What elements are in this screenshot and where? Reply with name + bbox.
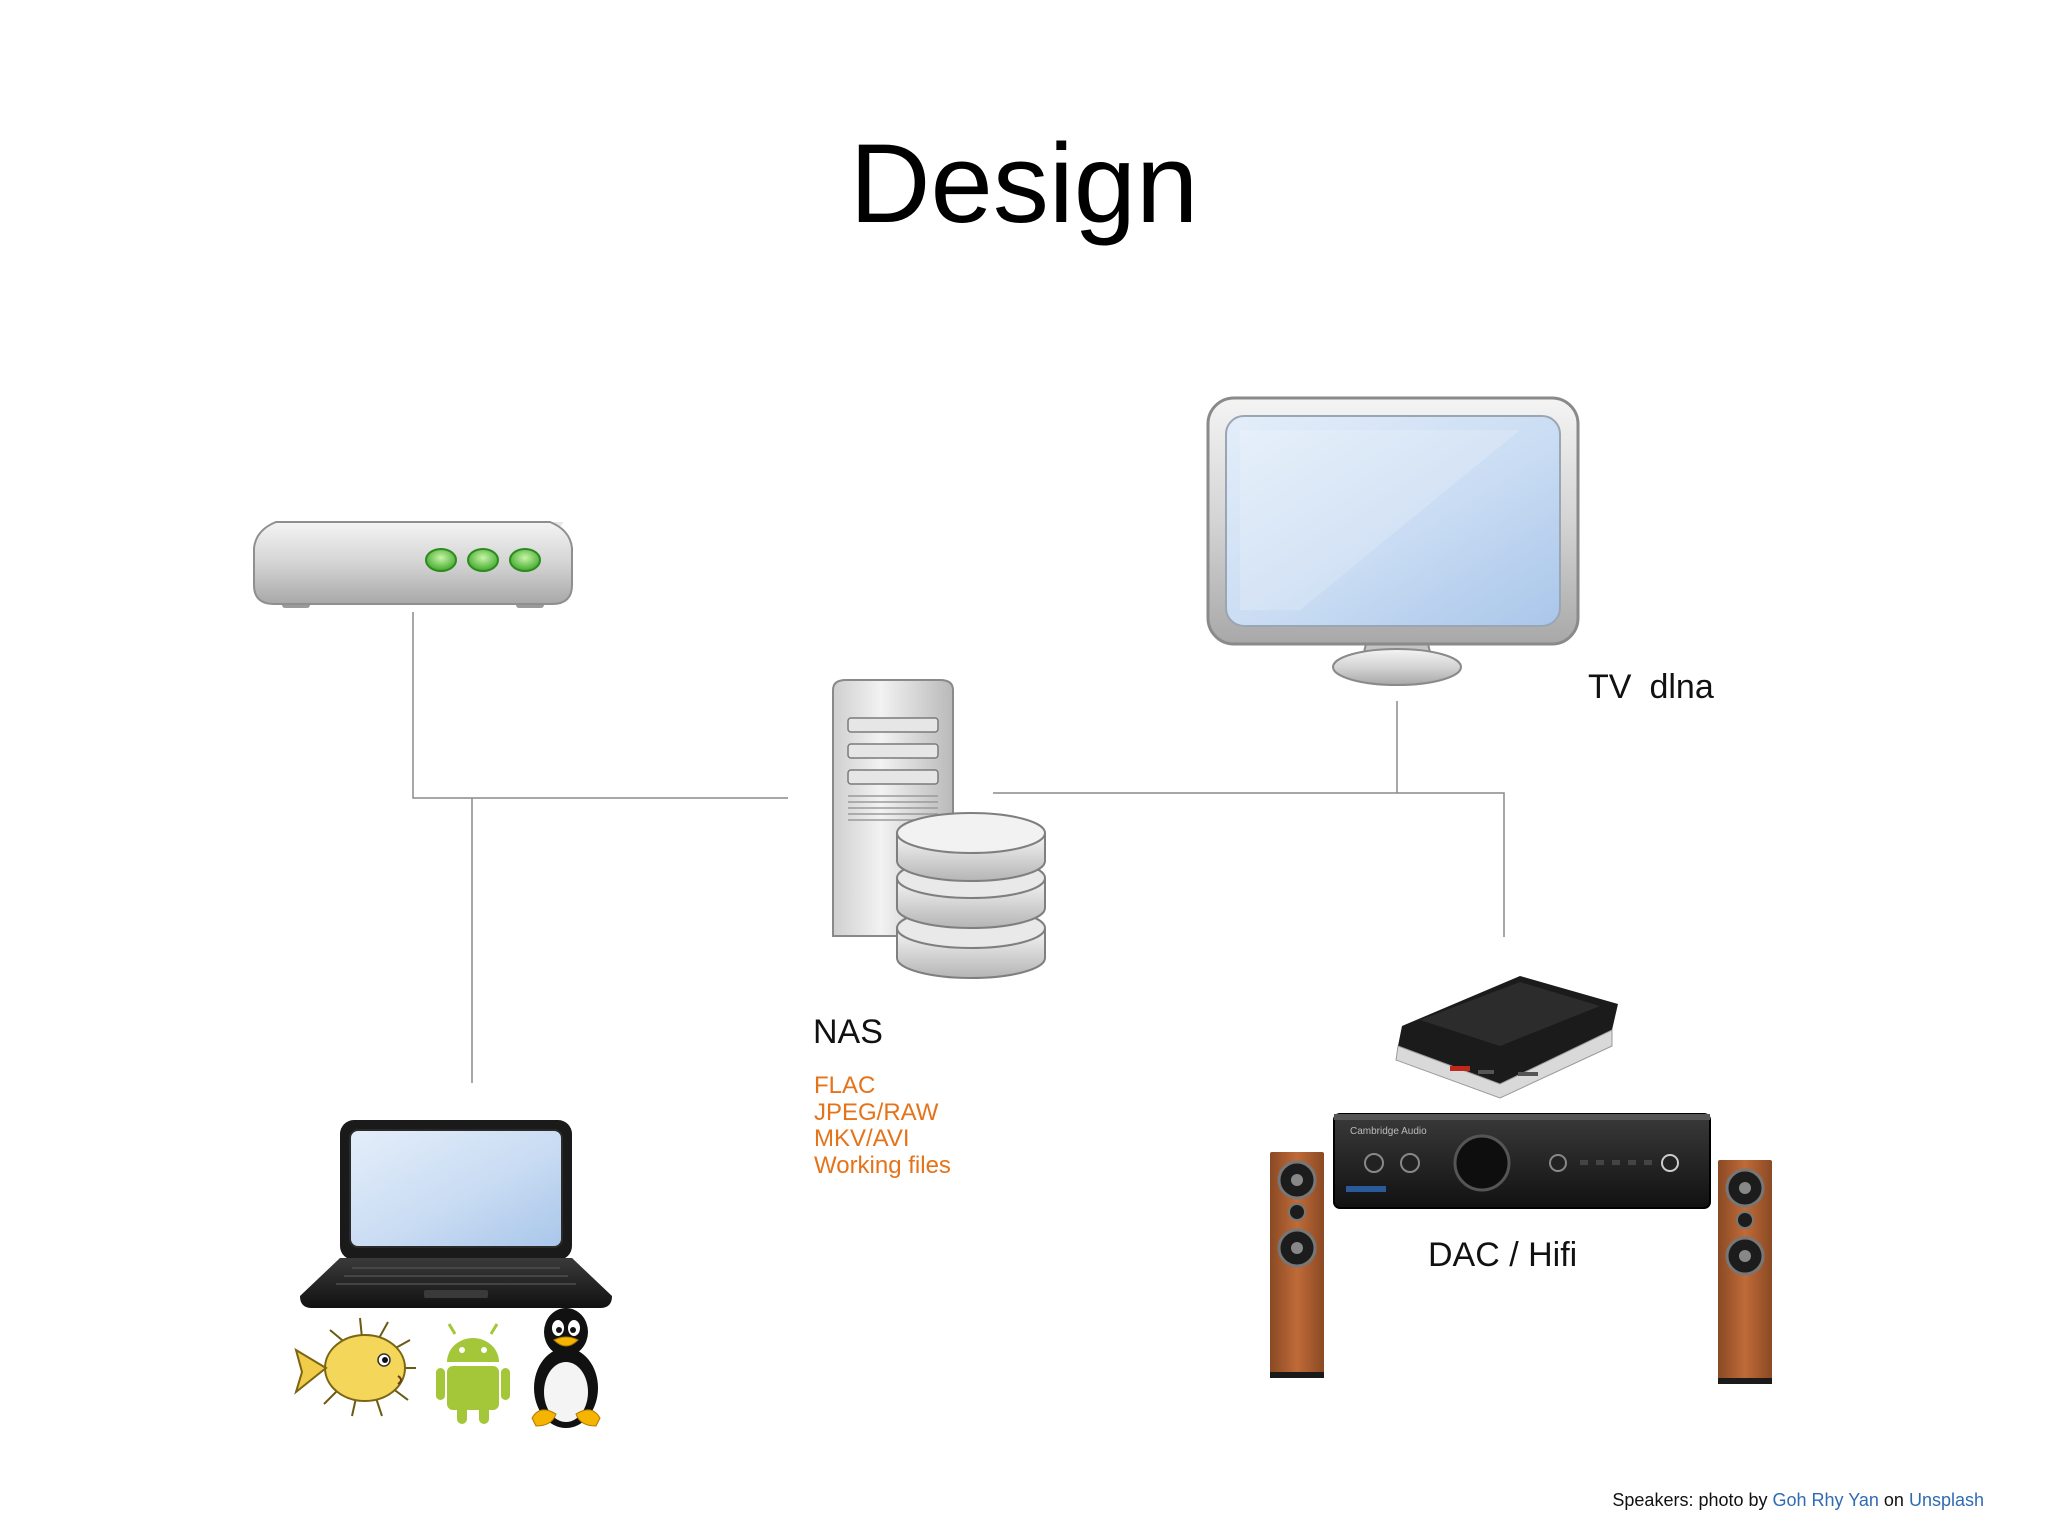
database-icon [896, 812, 1046, 979]
tv-label: TV dlna [1588, 670, 1714, 704]
connection-lines [412, 612, 1505, 1083]
svg-text:Cambridge Audio: Cambridge Audio [1350, 1126, 1427, 1137]
tux-penguin-icon [531, 1308, 601, 1428]
nas-format-item: JPEG/RAW [814, 1098, 939, 1126]
nas-format-item: MKV/AVI [814, 1125, 910, 1152]
nas-format-list: FLAC JPEG/RAW MKV/AVI Working files [814, 1072, 951, 1179]
speaker-icon [1718, 1160, 1772, 1384]
photo-credit: Speakers: photo by Goh Rhy Yan on Unspla… [1612, 1490, 1984, 1511]
nas-format-item: FLAC [814, 1072, 876, 1099]
pufferfish-icon [294, 1317, 416, 1417]
router-to-nas-line [412, 612, 788, 799]
tv-protocol: dlna [1649, 668, 1714, 706]
speaker-icon [1270, 1152, 1324, 1378]
page-title: Design [849, 121, 1199, 246]
nas-to-dac-line [993, 792, 1505, 937]
media-player-icon [1395, 976, 1618, 1099]
laptop-icon [300, 1120, 612, 1308]
tv-monitor-icon [1206, 396, 1580, 686]
android-icon [436, 1323, 510, 1424]
credit-prefix: Speakers: photo by [1612, 1490, 1773, 1510]
credit-middle: on [1878, 1490, 1909, 1510]
router-icon [253, 521, 573, 608]
nas-format-item: Working files [814, 1151, 951, 1179]
credit-site-link[interactable]: Unsplash [1908, 1490, 1984, 1510]
credit-author-link[interactable]: Goh Rhy Yan [1772, 1490, 1879, 1510]
nas-label: NAS [813, 1013, 883, 1051]
dac-hifi-label: DAC / Hifi [1428, 1236, 1578, 1274]
amplifier-icon: Cambridge Audio [1333, 1113, 1711, 1209]
tv-name: TV [1588, 668, 1632, 706]
